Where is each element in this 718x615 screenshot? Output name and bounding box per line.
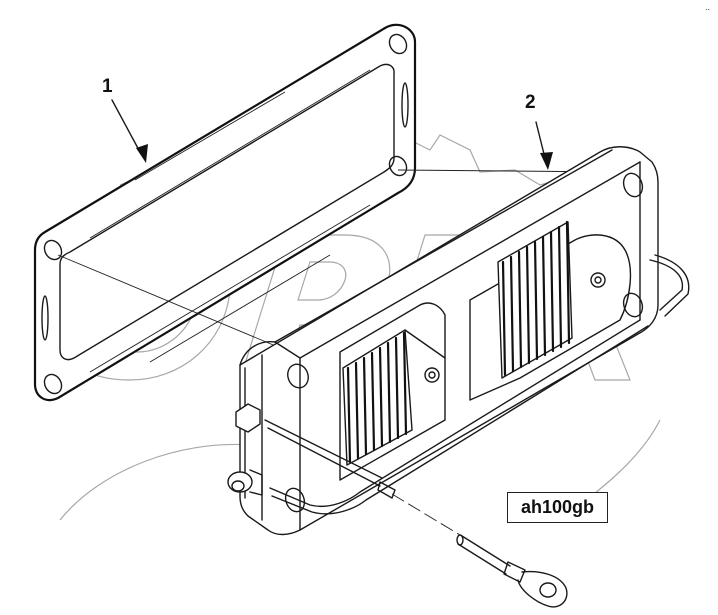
tube-fittings	[227, 254, 690, 515]
callout-arrows	[111, 99, 553, 170]
gasket-part-1	[33, 23, 417, 402]
heat-sink-left	[342, 329, 446, 466]
heat-sink-right	[497, 220, 606, 379]
callout-1: 1	[102, 76, 113, 97]
reference-code-label: ah100gb	[507, 492, 608, 523]
cable-ring-terminal	[377, 481, 568, 608]
callout-2: 2	[525, 92, 536, 113]
corner-mark: ..	[705, 2, 711, 12]
